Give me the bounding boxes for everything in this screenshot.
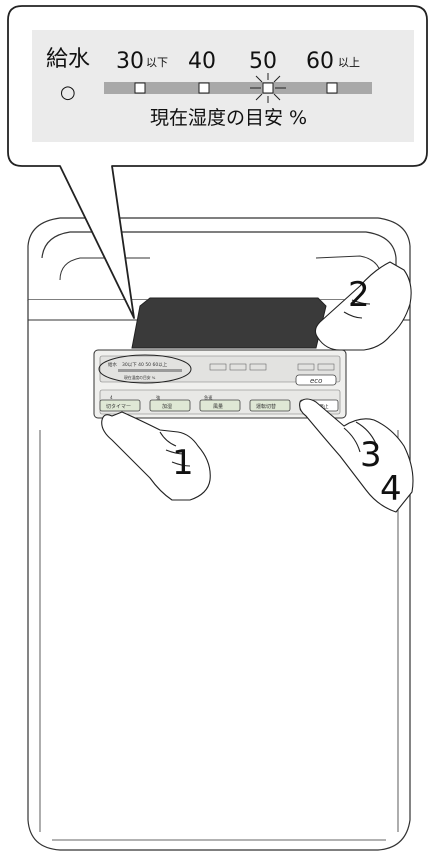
step-1-number: 1 xyxy=(172,443,194,483)
humidify-button-label: 加湿 xyxy=(162,403,172,410)
level-60: 60 xyxy=(306,49,334,74)
timer-button-label: 切タイマー xyxy=(106,403,131,410)
level-above-suffix: 以上 xyxy=(338,56,360,69)
lamp-40 xyxy=(199,83,209,93)
step-4-number: 4 xyxy=(380,469,402,509)
step-2-number: 2 xyxy=(348,275,370,315)
level-40: 40 xyxy=(188,49,216,74)
water-lamp-symbol: ○ xyxy=(60,82,76,103)
eco-button-label: eco xyxy=(310,377,322,385)
mini-scale-label: 30以下 40 50 60以上 xyxy=(122,361,168,368)
water-label: 給水 xyxy=(46,47,90,72)
humidity-caption: 現在湿度の目安 % xyxy=(150,107,307,129)
mode-button-label: 運転切替 xyxy=(256,403,276,410)
lamp-60 xyxy=(327,83,337,93)
water-tank-opening xyxy=(132,298,326,348)
level-50: 50 xyxy=(249,49,277,74)
step-3-number: 3 xyxy=(360,435,382,475)
mini-water-label: 給水 xyxy=(108,361,117,368)
level-30: 30 xyxy=(116,49,144,74)
fan-button-label: 風量 xyxy=(213,403,223,410)
lamp-50-lit xyxy=(263,83,273,93)
mini-caption: 現在湿度の目安 % xyxy=(124,375,156,380)
level-below-suffix: 以下 xyxy=(146,56,168,69)
lamp-30 xyxy=(135,83,145,93)
